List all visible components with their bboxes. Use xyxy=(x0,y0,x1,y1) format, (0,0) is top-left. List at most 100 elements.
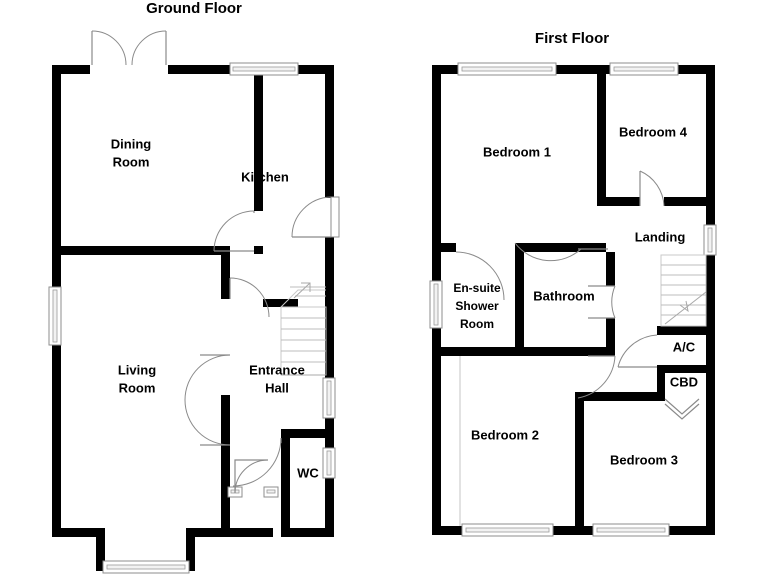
first-floor-group: First Floor xyxy=(429,30,717,537)
wall-ff-ac-top xyxy=(657,326,706,335)
label-living-room-line1: Living xyxy=(118,362,156,377)
label-bathroom: Bathroom xyxy=(533,288,594,303)
wall-ff-bed2-bed3 xyxy=(575,392,584,535)
wall-ff-right-upper xyxy=(706,65,715,225)
wall-gf-right-lower xyxy=(325,478,334,537)
door-ensuite xyxy=(455,251,505,301)
label-ensuite-line1: En-suite xyxy=(453,281,501,295)
wall-gf-living-hall-upper xyxy=(221,246,230,299)
label-bedroom-2: Bedroom 2 xyxy=(471,427,539,442)
label-bedroom-4: Bedroom 4 xyxy=(619,124,688,139)
window-bedroom4-top xyxy=(609,62,679,76)
label-wc: WC xyxy=(297,465,319,480)
label-dining-room-line2: Room xyxy=(113,154,150,169)
door-cupboard-bifold xyxy=(664,398,700,420)
wall-gf-bay-right xyxy=(186,528,195,571)
wall-ff-left-upper xyxy=(432,65,441,251)
wall-ff-left-ensuite-top xyxy=(432,251,441,281)
wall-gf-right-mid xyxy=(325,237,334,378)
wall-gf-dining-kitchen-stub xyxy=(254,246,263,254)
wall-gf-dining-kitchen xyxy=(254,65,263,211)
wall-ff-bed1-bed4 xyxy=(597,65,606,205)
window-bedroom1-top xyxy=(457,62,557,76)
first-floor-windows xyxy=(429,62,717,537)
wall-gf-left-lower xyxy=(52,345,61,537)
wall-ff-bed3-top xyxy=(575,392,665,401)
window-living-left xyxy=(48,286,62,346)
label-entrance-hall-line1: Entrance xyxy=(249,362,305,377)
wall-gf-bay-left xyxy=(96,528,105,571)
window-hall-right xyxy=(322,377,336,419)
wall-ff-cbd-top xyxy=(657,365,706,373)
wall-gf-left-upper xyxy=(52,65,61,246)
first-floor-walls xyxy=(432,65,715,535)
wall-ff-bottom-left xyxy=(432,526,462,535)
wall-ff-cbd-left xyxy=(657,365,665,399)
door-bathroom xyxy=(588,285,616,319)
door-bedroom2 xyxy=(577,355,616,399)
wall-gf-wc-top xyxy=(281,429,334,438)
label-ensuite-line3: Room xyxy=(460,317,494,331)
door-bedroom1 xyxy=(514,242,608,262)
first-floor-title: First Floor xyxy=(535,30,609,47)
wall-gf-top-left xyxy=(52,65,90,74)
first-floor-staircase xyxy=(660,254,707,327)
label-bedroom-3: Bedroom 3 xyxy=(610,452,678,467)
label-airing-cupboard: A/C xyxy=(673,339,696,354)
first-floor-doors xyxy=(455,170,700,420)
label-landing: Landing xyxy=(635,229,686,244)
wall-ff-right-lower xyxy=(706,255,715,535)
window-wc-right xyxy=(322,447,336,479)
label-dining-room-line1: Dining xyxy=(111,136,151,151)
door-kitchen-exterior xyxy=(291,196,340,238)
door-hall-upper xyxy=(229,277,270,318)
wall-ff-top-right xyxy=(678,65,715,74)
wall-gf-porch-bottom xyxy=(221,528,273,537)
wall-gf-right-upper xyxy=(325,65,334,198)
door-hall-living xyxy=(184,354,231,446)
ground-floor-labels: Dining Room Kitchen Living Room Entrance… xyxy=(111,136,320,480)
door-bedroom4 xyxy=(639,170,665,207)
wall-gf-living-bottom-right xyxy=(186,528,230,537)
label-cupboard: CBD xyxy=(670,374,698,389)
wall-ff-bed4-bottom-right xyxy=(664,197,706,206)
wall-ff-left-lower xyxy=(432,328,441,535)
wall-ff-top-left xyxy=(432,65,458,74)
wall-gf-bay-corner-right xyxy=(186,562,195,571)
ground-floor-staircase xyxy=(280,282,327,376)
wall-ff-bed1-bottom-right xyxy=(515,243,606,252)
door-dining-french xyxy=(91,30,167,66)
wall-gf-wc-bottom xyxy=(281,528,334,537)
wall-ff-bathroom-left xyxy=(515,252,524,347)
wall-gf-porch-left xyxy=(221,487,230,537)
wall-ff-bath-bottom xyxy=(432,347,615,356)
wall-gf-bay-corner-left xyxy=(96,562,105,571)
door-wc xyxy=(232,437,282,487)
wall-gf-living-hall-lower xyxy=(221,395,230,487)
ground-floor-windows xyxy=(48,62,336,574)
window-bedroom2-bottom xyxy=(461,523,554,537)
wall-ff-ac-left xyxy=(657,326,666,335)
wall-gf-dining-living xyxy=(52,246,230,255)
wall-ff-bed1-bottom-left xyxy=(432,243,456,252)
ground-floor-title: Ground Floor xyxy=(146,0,242,17)
wall-ff-top-mid xyxy=(556,65,610,74)
first-floor-labels: Bedroom 1 Bedroom 4 Landing En-suite Sho… xyxy=(453,124,698,467)
door-porch-inner xyxy=(234,459,269,494)
wall-gf-stair-nib xyxy=(263,299,298,307)
wall-gf-top-mid xyxy=(168,65,230,74)
window-kitchen-top xyxy=(229,62,299,76)
wall-gf-top-right xyxy=(298,65,334,74)
window-ensuite-left xyxy=(429,280,443,329)
ground-floor-doors xyxy=(91,30,340,494)
window-landing-right xyxy=(703,224,717,256)
window-bay-bottom xyxy=(102,560,190,574)
wall-gf-left-mid xyxy=(52,246,61,287)
door-airing-cupboard xyxy=(617,334,658,368)
label-bedroom-1: Bedroom 1 xyxy=(483,144,551,159)
wall-ff-bathroom-right-lower xyxy=(606,318,615,347)
label-entrance-hall-line2: Hall xyxy=(265,380,289,395)
wall-gf-living-bottom-left xyxy=(52,528,96,537)
